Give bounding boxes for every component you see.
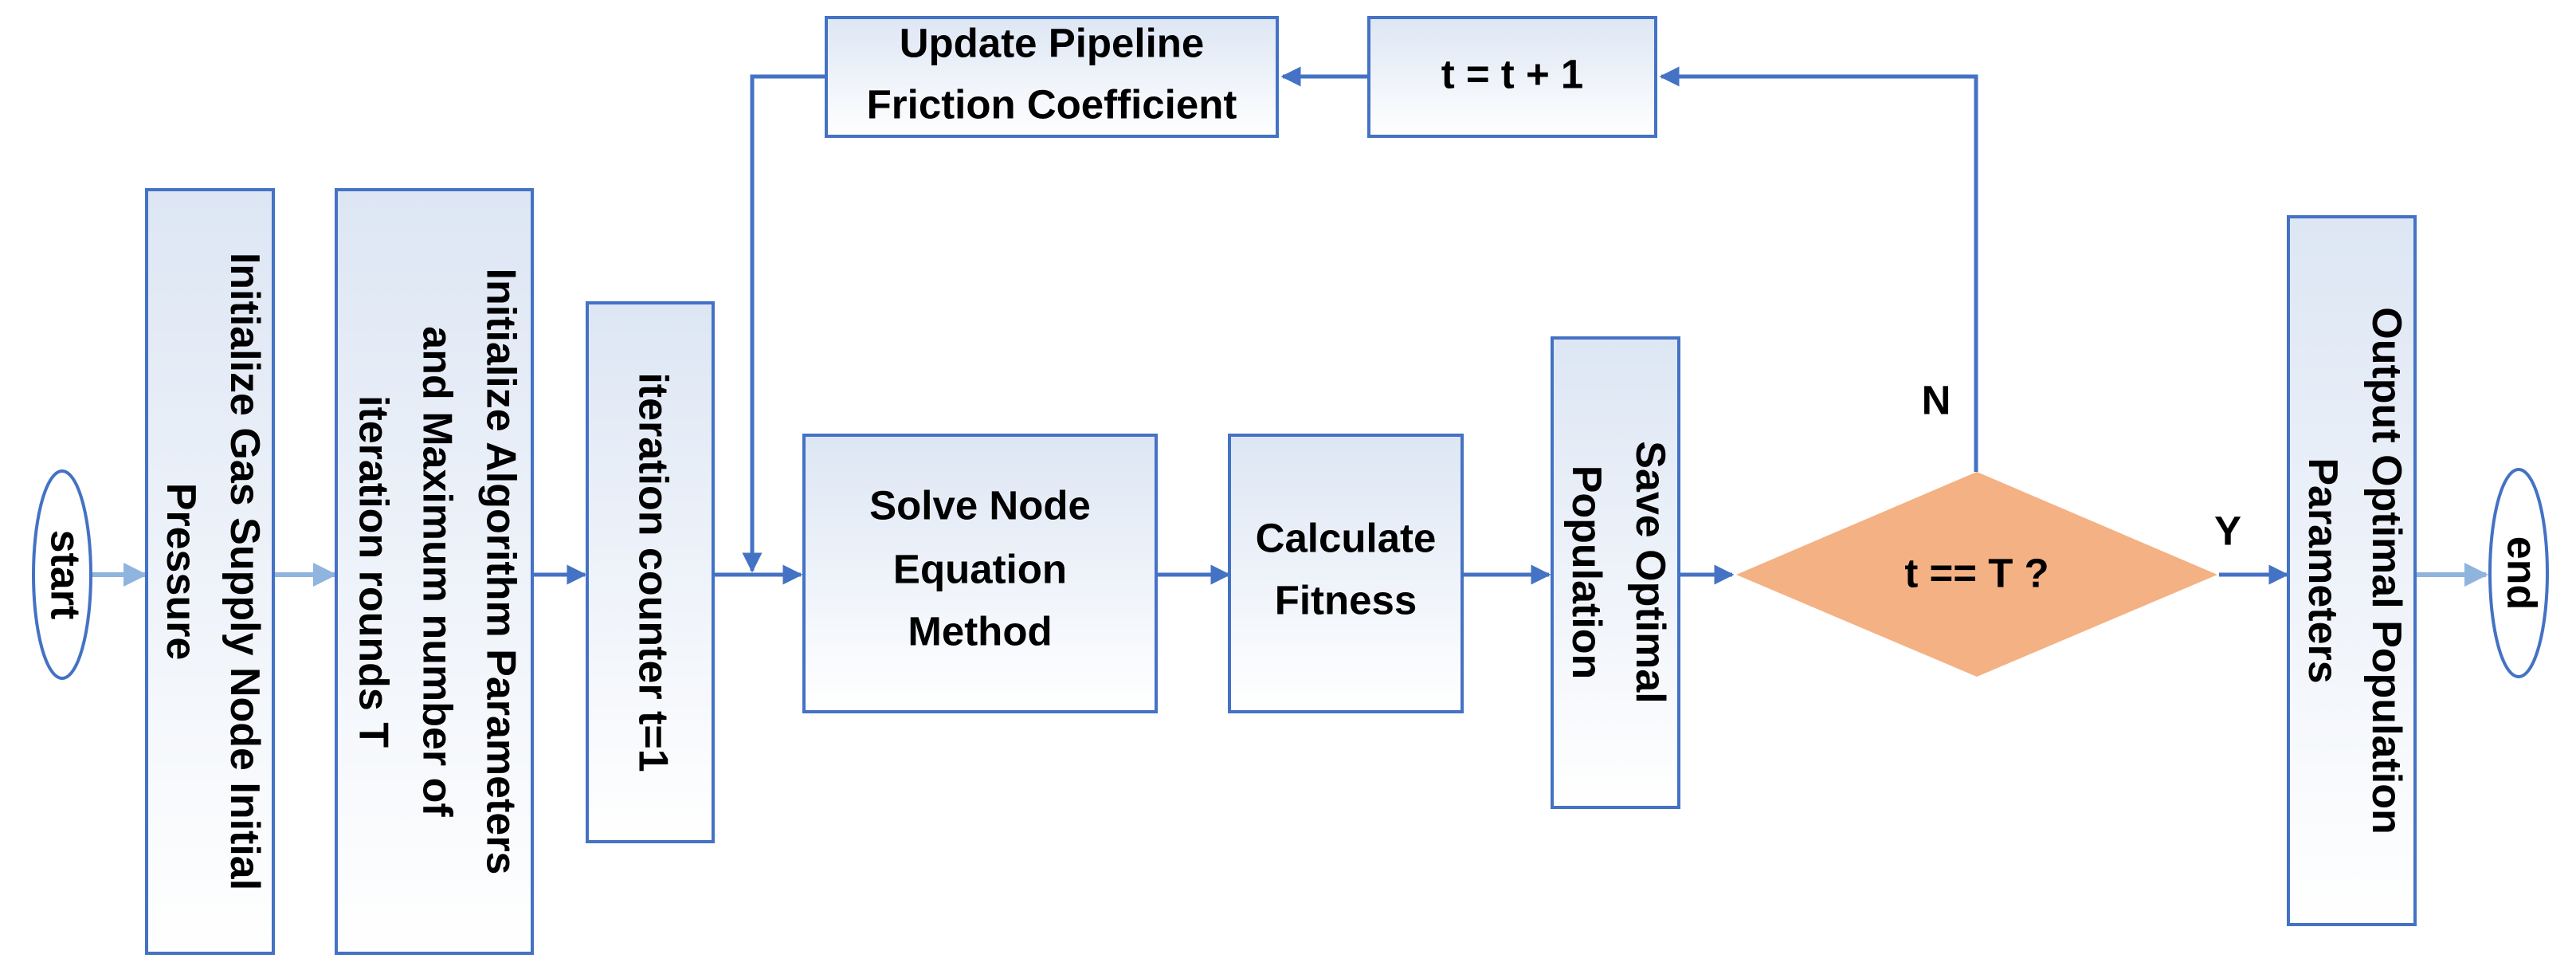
- t-increment-box: t = t + 1: [1367, 16, 1657, 138]
- edge-label-no: N: [1922, 377, 1951, 422]
- start-terminal: start: [32, 469, 92, 680]
- calc-fitness-line-2: Fitness: [1275, 577, 1417, 622]
- update-friction-box: Update Pipeline Friction Coefficient: [825, 16, 1279, 138]
- init-pressure-line-2: Pressure: [158, 483, 204, 661]
- arrow-update-friction-to-solve-node: [742, 74, 825, 573]
- solve-node-line-1: Solve Node: [869, 482, 1091, 528]
- output-optimal-line-2: Parameters: [2300, 458, 2346, 683]
- init-params-line-2: and Maximum number of: [414, 326, 460, 817]
- init-pressure-line-1: Initialize Gas Supply Node Initial: [222, 253, 268, 890]
- calc-fitness-box: Calculate Fitness: [1228, 434, 1464, 713]
- init-params-line-3: iteration rounds T: [350, 395, 396, 748]
- output-optimal-box: Output Optimal Population Parameters: [2287, 215, 2417, 926]
- connectors: [91, 66, 2488, 587]
- update-friction-line-2: Friction Coefficient: [867, 81, 1237, 127]
- arrow-decision-no-to-t-increment: [1659, 66, 1978, 472]
- solve-node-box: Solve Node Equation Method: [802, 434, 1158, 713]
- init-params-box: Initialize Algorithm Parameters and Maxi…: [335, 188, 534, 955]
- init-params-line-1: Initialize Algorithm Parameters: [477, 269, 523, 875]
- decision-diamond: t == T ?: [1736, 472, 2217, 677]
- calc-fitness-line-1: Calculate: [1256, 515, 1437, 560]
- save-optimal-line-2: Population: [1563, 465, 1610, 680]
- decision-label: t == T ?: [1904, 550, 2049, 595]
- iter-counter-label: iteration counter t=1: [629, 372, 676, 772]
- iter-counter-box: iteration counter t=1: [586, 301, 715, 843]
- start-label: start: [41, 530, 88, 620]
- edge-label-yes: Y: [2214, 508, 2241, 553]
- save-optimal-line-1: Save Optimal: [1627, 441, 1673, 703]
- end-label: end: [2498, 536, 2544, 610]
- t-increment-label: t = t + 1: [1441, 51, 1584, 96]
- solve-node-line-3: Method: [908, 608, 1052, 654]
- update-friction-line-1: Update Pipeline: [900, 20, 1205, 65]
- end-terminal: end: [2488, 468, 2549, 678]
- save-optimal-box: Save Optimal Population: [1551, 336, 1680, 809]
- solve-node-line-2: Equation: [893, 546, 1067, 591]
- init-pressure-box: Initialize Gas Supply Node Initial Press…: [145, 188, 275, 955]
- output-optimal-line-1: Output Optimal Population: [2363, 307, 2409, 834]
